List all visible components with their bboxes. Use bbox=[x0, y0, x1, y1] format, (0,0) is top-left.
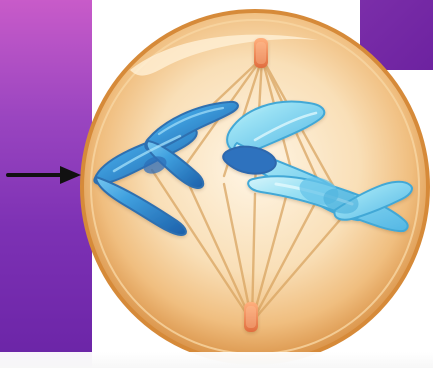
bottom-strip bbox=[0, 352, 433, 368]
arrow-icon bbox=[8, 166, 81, 184]
centriole-icon bbox=[254, 38, 268, 68]
centriole-icon bbox=[244, 302, 258, 332]
